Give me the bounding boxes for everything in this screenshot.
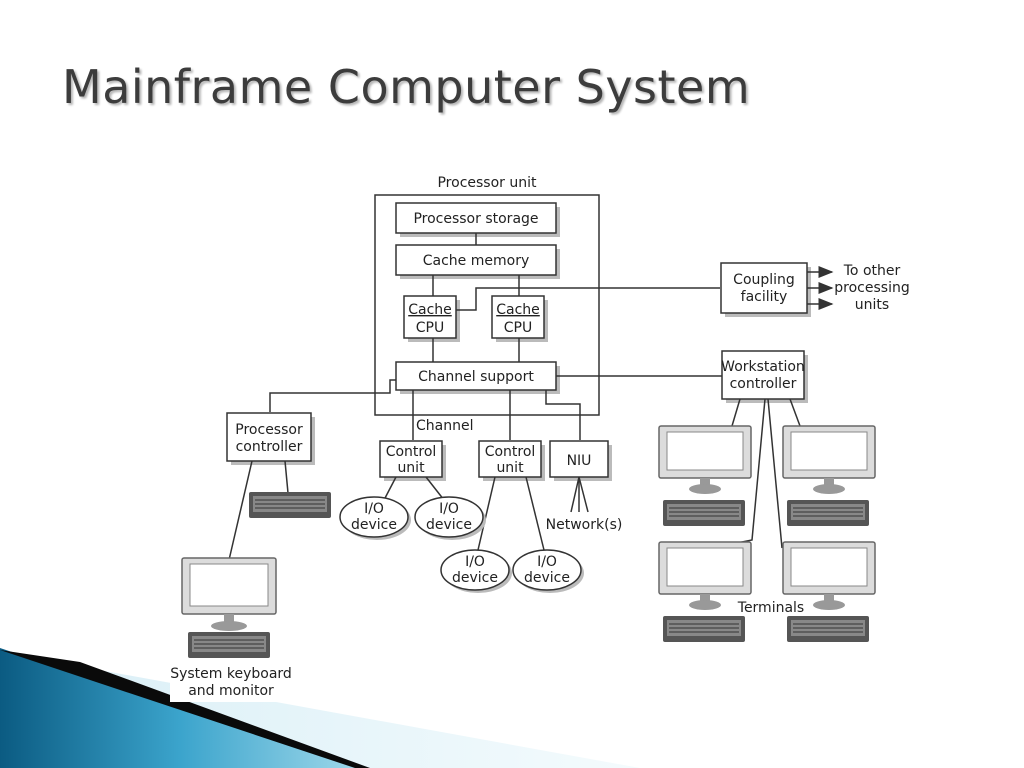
monitor-icon: [181, 557, 277, 631]
io-device-2: I/O device: [414, 496, 486, 540]
terminals-label: Terminals: [737, 600, 804, 616]
niu-box: NIU: [549, 440, 612, 481]
processor-unit: Processor unit: [374, 175, 600, 416]
processor-unit-label: Processor unit: [437, 175, 537, 191]
cpu-1-label: CPU: [416, 320, 444, 336]
monitor-icon: [782, 425, 876, 494]
processor-storage-box: Processor storage: [395, 202, 560, 237]
monitor-icon: [658, 425, 752, 494]
svg-text:device: device: [452, 570, 498, 586]
processor-storage-label: Processor storage: [413, 211, 538, 227]
channel-label: Channel: [416, 418, 473, 434]
keyboard-icon: [663, 500, 745, 526]
other-units-line2: processing: [834, 280, 909, 296]
cpu-2-label: CPU: [504, 320, 532, 336]
cpu-box-2: Cache CPU: [491, 295, 548, 342]
svg-text:I/O: I/O: [439, 501, 459, 517]
networks-label: Network(s): [546, 517, 623, 533]
system-keyboard-monitor-label: System keyboard and monitor: [170, 662, 294, 702]
decorative-swoosh: [0, 648, 640, 768]
svg-text:device: device: [351, 517, 397, 533]
keyboard-icon: [663, 616, 745, 642]
coupling-facility-line1: Coupling: [733, 272, 795, 288]
svg-text:I/O: I/O: [465, 554, 485, 570]
io-device-1: I/O device: [339, 496, 411, 540]
niu-label: NIU: [567, 453, 592, 469]
processor-controller-line1: Processor: [235, 422, 303, 438]
cache-memory-box: Cache memory: [395, 244, 560, 279]
cpu-box-1: Cache CPU: [403, 295, 460, 342]
svg-text:device: device: [426, 517, 472, 533]
processor-controller-line2: controller: [236, 439, 303, 455]
keyboard-icon: [188, 632, 270, 658]
control-unit-1-line2: unit: [397, 460, 425, 476]
svg-text:and monitor: and monitor: [188, 683, 274, 699]
keyboard-icon: [787, 500, 869, 526]
svg-text:I/O: I/O: [537, 554, 557, 570]
workstation-controller-line1: Workstation: [721, 359, 805, 375]
channel-support-box: Channel support: [395, 361, 560, 394]
control-unit-box-2: Control unit: [478, 440, 545, 481]
slide-title: Mainframe Computer System: [62, 60, 751, 114]
control-unit-box-1: Control unit: [379, 440, 446, 481]
other-units-line3: units: [855, 297, 889, 313]
other-units-line1: To other: [843, 263, 901, 279]
svg-text:I/O: I/O: [364, 501, 384, 517]
monitor-icon: [658, 541, 752, 610]
svg-text:System keyboard: System keyboard: [170, 666, 292, 682]
control-unit-1-line1: Control: [386, 444, 437, 460]
channel-support-label: Channel support: [418, 369, 534, 385]
io-device-3: I/O device: [440, 549, 512, 593]
control-unit-2-line2: unit: [496, 460, 524, 476]
cpu-2-cache-label: Cache: [496, 302, 540, 318]
coupling-facility-box: Coupling facility: [720, 262, 811, 317]
workstation-controller-line2: controller: [730, 376, 797, 392]
io-device-4: I/O device: [512, 549, 584, 593]
keyboard-icon: [249, 492, 331, 518]
svg-text:device: device: [524, 570, 570, 586]
cpu-1-cache-label: Cache: [408, 302, 452, 318]
monitor-icon: [782, 541, 876, 610]
workstation-controller-box: Workstation controller: [721, 350, 808, 403]
processor-controller-box: Processor controller: [226, 412, 315, 465]
control-unit-2-line1: Control: [485, 444, 536, 460]
keyboard-icon: [787, 616, 869, 642]
cache-memory-label: Cache memory: [423, 253, 529, 269]
coupling-facility-line2: facility: [741, 289, 788, 305]
